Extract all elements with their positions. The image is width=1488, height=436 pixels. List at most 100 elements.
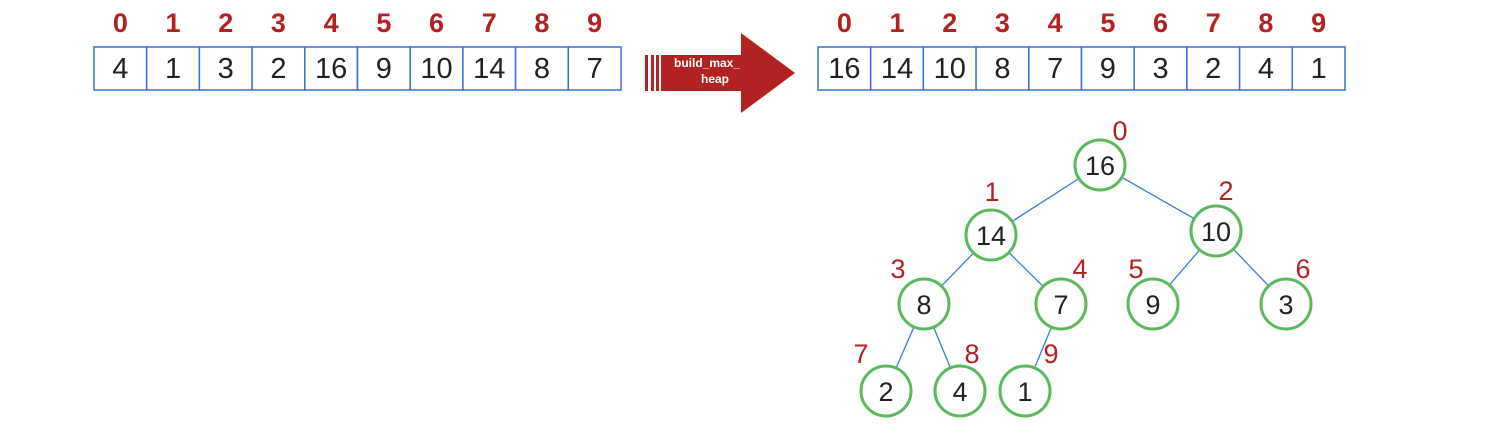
output-index-label: 9 <box>1311 8 1326 38</box>
input-cell <box>145 46 201 91</box>
output-index-label: 4 <box>1048 8 1063 38</box>
tree-edge <box>895 326 915 369</box>
tree-node-index: 0 <box>1112 116 1127 146</box>
arrow-label-line1: build_max_ <box>674 56 740 70</box>
tree-node <box>1259 277 1313 331</box>
output-cell-value: 10 <box>934 53 966 85</box>
output-cell <box>1238 46 1294 91</box>
input-index-label: 9 <box>587 8 602 38</box>
tree-node <box>1073 138 1127 192</box>
output-index-label: 8 <box>1258 8 1273 38</box>
output-cell <box>1133 46 1188 91</box>
output-index-label: 2 <box>942 8 957 38</box>
input-cell <box>198 46 253 91</box>
tree-node-index: 2 <box>1218 176 1233 206</box>
input-cell-value: 4 <box>112 53 128 85</box>
tree-node-value: 10 <box>1201 217 1231 247</box>
input-index-label: 0 <box>113 8 128 38</box>
tree-node-value: 7 <box>1053 290 1068 320</box>
tree-edge <box>1232 248 1270 287</box>
tree-node-index: 6 <box>1295 254 1310 284</box>
tree-node-value: 4 <box>952 377 967 407</box>
input-cell-value: 10 <box>420 53 452 85</box>
input-index-label: 1 <box>166 8 181 38</box>
input-index-label: 5 <box>376 8 391 38</box>
build-max-heap-arrow: build_max_ heap <box>645 33 795 113</box>
output-index-label: 7 <box>1206 8 1221 38</box>
input-cell-value: 3 <box>218 53 234 85</box>
tree-node <box>859 364 913 418</box>
output-cell <box>975 46 1030 91</box>
tree-node-index: 9 <box>1043 339 1058 369</box>
tree-node-value: 9 <box>1145 290 1160 320</box>
output-cell-value: 16 <box>828 53 860 85</box>
output-cell <box>1028 46 1083 91</box>
input-cell-value: 16 <box>315 53 347 85</box>
input-index-label: 4 <box>324 8 339 38</box>
output-cell <box>817 46 872 91</box>
input-cell <box>93 46 148 91</box>
tree-node <box>897 277 951 331</box>
tree-node-index: 7 <box>853 339 868 369</box>
tree-node-index: 1 <box>984 177 999 207</box>
input-cell <box>462 46 517 91</box>
tree-node-value: 14 <box>976 221 1006 251</box>
output-cell-value: 1 <box>1311 53 1327 85</box>
input-cell-value: 9 <box>376 53 392 85</box>
tree-node-index: 3 <box>890 254 905 284</box>
output-cell-value: 2 <box>1205 53 1221 85</box>
tree-edge <box>1011 177 1080 223</box>
input-cell <box>409 46 464 91</box>
output-index-label: 1 <box>890 8 905 38</box>
input-cell-value: 1 <box>165 53 181 85</box>
input-cell-value: 14 <box>473 53 505 85</box>
output-index-label: 0 <box>837 8 852 38</box>
input-array: 0 1 2 3 4 5 6 7 8 9 4 1 3 2 16 9 10 14 8 7 <box>93 8 622 91</box>
tree-edge <box>932 326 952 369</box>
output-cell-value: 14 <box>881 53 913 85</box>
output-cell <box>1291 46 1346 91</box>
output-cell-value: 7 <box>1047 53 1063 85</box>
tree-node <box>964 208 1018 262</box>
input-index-label: 8 <box>534 8 549 38</box>
output-cell <box>922 46 977 91</box>
tree-edge <box>1008 252 1044 287</box>
tree-edge <box>1168 249 1201 286</box>
output-cell <box>1080 46 1135 91</box>
tree-node-value: 1 <box>1017 377 1032 407</box>
tree-node <box>1034 277 1088 331</box>
output-index-label: 3 <box>995 8 1010 38</box>
input-cell-value: 8 <box>534 53 550 85</box>
output-cell-value: 3 <box>1152 53 1168 85</box>
tree-node-index: 8 <box>964 339 979 369</box>
tree-node-index: 4 <box>1072 254 1087 284</box>
tree-node-value: 8 <box>916 290 931 320</box>
tree-node <box>1126 277 1180 331</box>
input-cell <box>567 46 622 91</box>
tree-node-value: 3 <box>1278 290 1293 320</box>
input-index-label: 7 <box>482 8 497 38</box>
input-index-label: 3 <box>271 8 286 38</box>
tree-edge <box>1033 326 1053 369</box>
input-cell-value: 2 <box>270 53 286 85</box>
tree-node <box>1189 204 1243 258</box>
output-index-label: 5 <box>1100 8 1115 38</box>
tree-node <box>998 364 1052 418</box>
input-cell <box>304 46 359 91</box>
output-cell <box>1186 46 1241 91</box>
tree-node-value: 2 <box>878 377 893 407</box>
output-cell-value: 8 <box>994 53 1010 85</box>
input-index-label: 6 <box>429 8 444 38</box>
input-cell-value: 7 <box>587 53 603 85</box>
output-cell-value: 9 <box>1100 53 1116 85</box>
input-cell <box>514 46 570 91</box>
input-cell <box>356 46 411 91</box>
input-index-label: 2 <box>218 8 233 38</box>
tree-edge <box>1121 176 1195 220</box>
arrow-label-line2: heap <box>701 72 729 86</box>
tree-node-value: 16 <box>1085 151 1115 181</box>
tree-node <box>933 364 987 418</box>
